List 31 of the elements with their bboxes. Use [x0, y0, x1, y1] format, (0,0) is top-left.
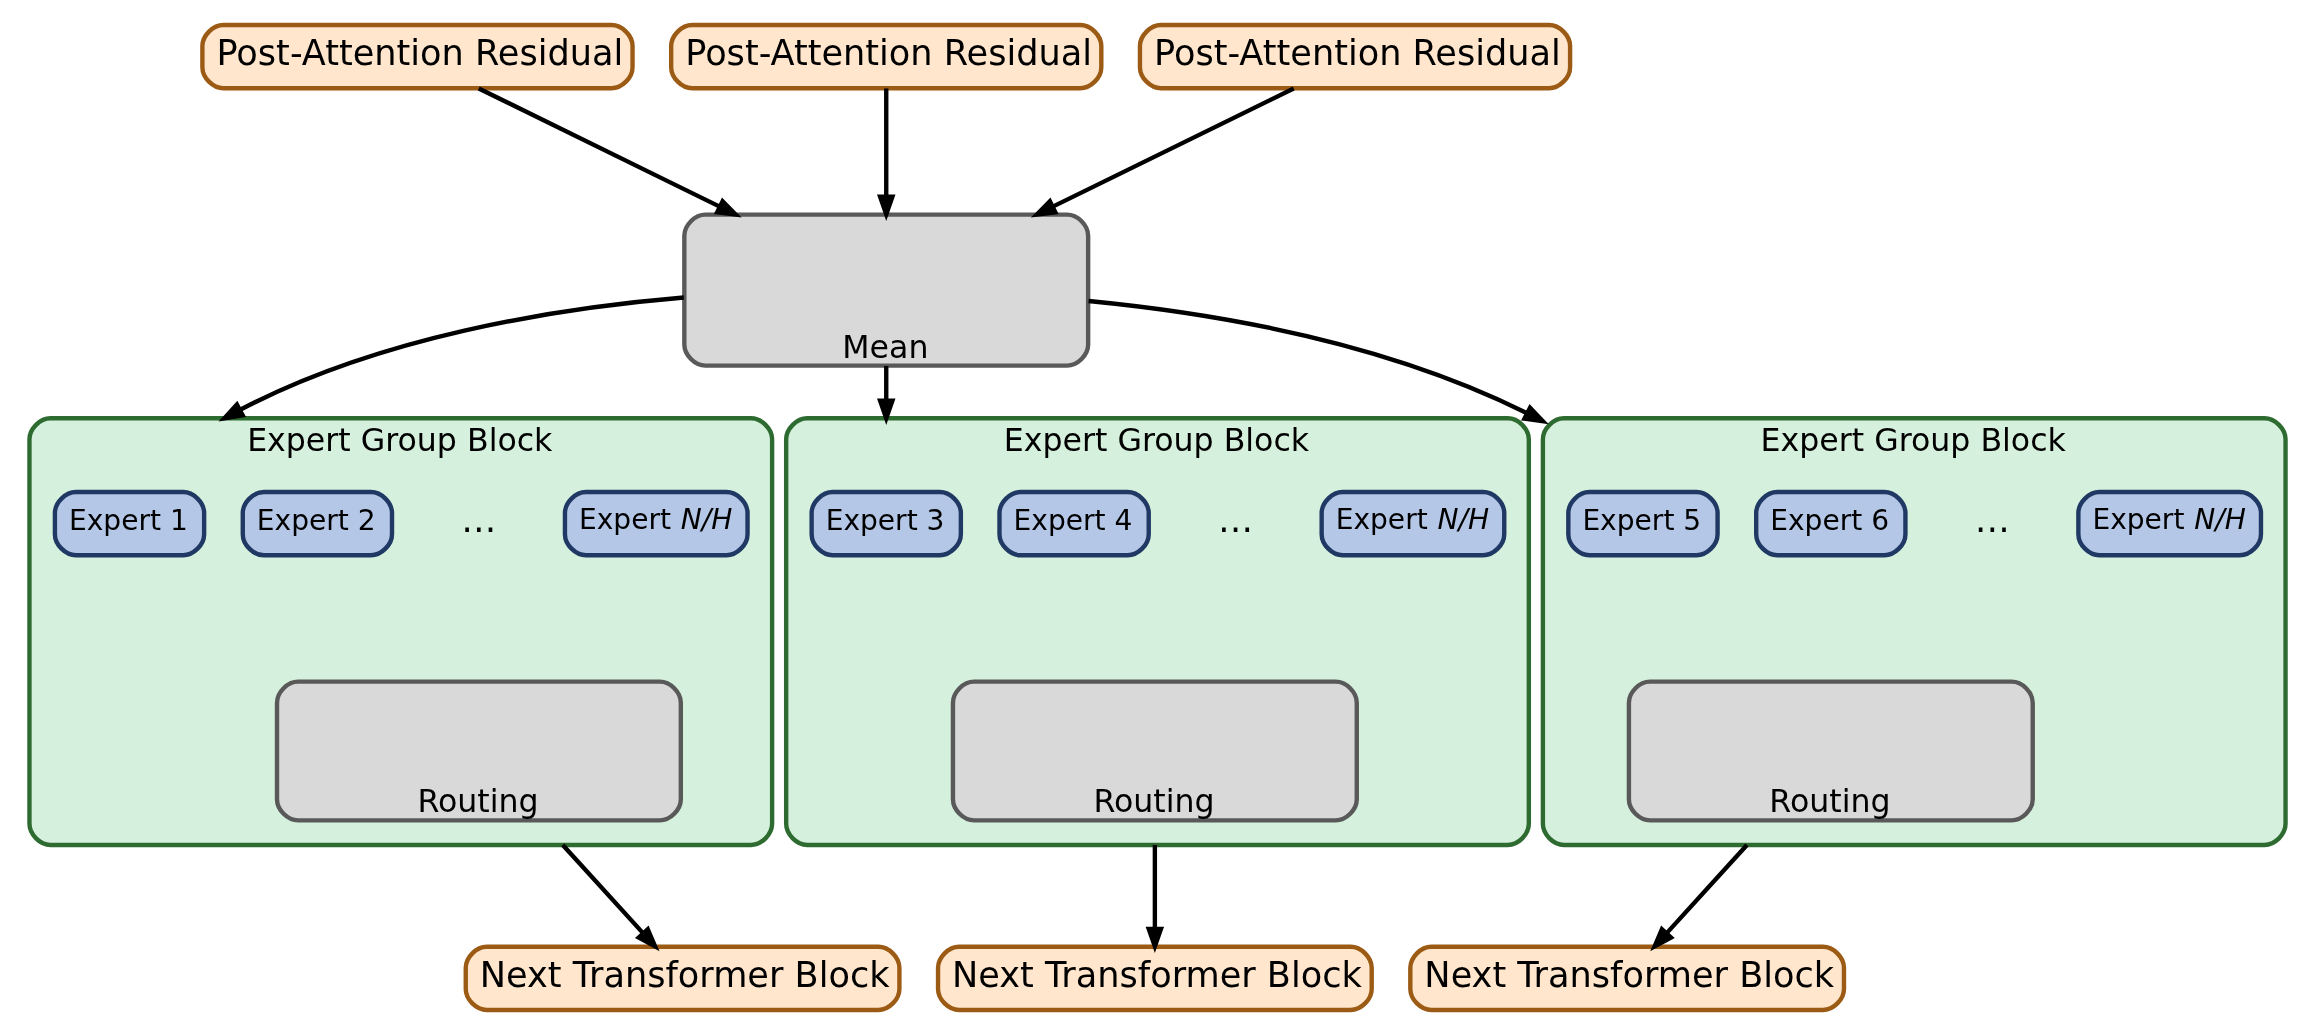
node-box: Mean — [682, 212, 1091, 368]
arrow — [1088, 298, 1549, 425]
node-box: Expert 1 — [52, 489, 207, 558]
node-box: Expert N/H — [1319, 489, 1507, 558]
node-box: Next Transformer Block — [1408, 944, 1847, 1013]
node-box: Expert 5 — [1566, 489, 1720, 558]
node-box: Post-Attention Residual — [200, 22, 635, 91]
arrow — [1145, 844, 1165, 954]
node-box: Routing — [950, 679, 1359, 823]
label: … — [1218, 499, 1254, 541]
label: … — [1974, 499, 2010, 541]
node-box: Routing — [274, 679, 683, 823]
node-box: Expert 2 — [240, 489, 395, 558]
arrow — [561, 843, 660, 952]
node-box: Post-Attention Residual — [668, 22, 1104, 91]
node-box: Expert 3 — [809, 489, 964, 558]
arrow — [218, 295, 685, 422]
arrow — [477, 86, 742, 218]
arrow — [877, 365, 896, 425]
arrow — [1030, 86, 1295, 218]
node-box: Next Transformer Block — [463, 944, 902, 1013]
node-box: Expert 6 — [1754, 489, 1908, 558]
label: … — [461, 499, 497, 541]
node-box: Next Transformer Block — [935, 944, 1374, 1013]
arrow — [1650, 843, 1749, 952]
node-box: Expert 4 — [997, 489, 1151, 558]
node-box: Routing — [1626, 679, 2035, 823]
arrow — [877, 88, 896, 221]
node-box: Expert N/H — [562, 489, 750, 558]
node-box: Expert N/H — [2076, 489, 2264, 558]
node-box: Post-Attention Residual — [1137, 22, 1573, 91]
